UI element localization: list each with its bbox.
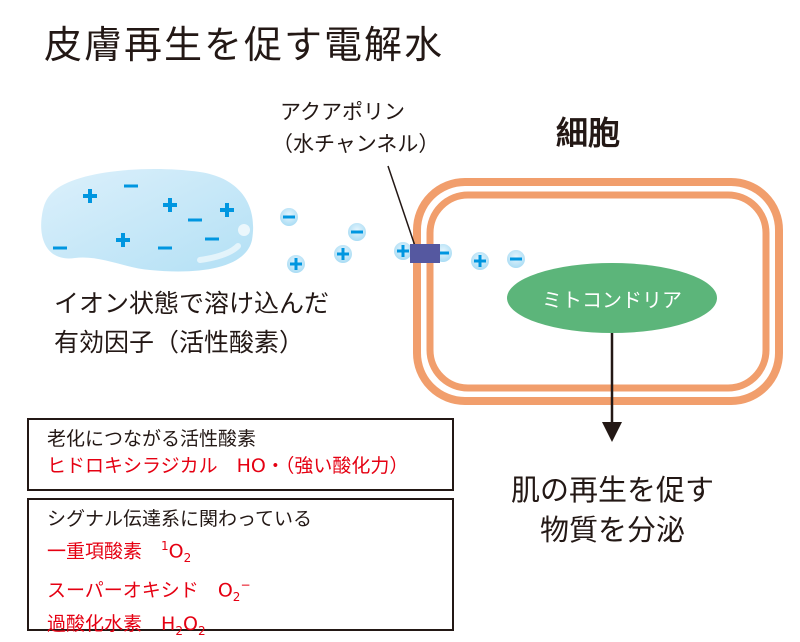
plus-sign-icon bbox=[83, 189, 97, 203]
positive-ion-icon bbox=[394, 242, 412, 260]
plus-sign-icon bbox=[116, 233, 130, 247]
negative-ion-icon bbox=[507, 250, 525, 268]
positive-ion-icon bbox=[334, 245, 352, 263]
box2-heading: シグナル伝達系に関わっている bbox=[47, 508, 313, 530]
signal-oxygen-box: シグナル伝達系に関わっている 一重項酸素 1O2 スーパーオキシド O2− 過酸… bbox=[27, 498, 454, 638]
ions bbox=[280, 208, 525, 273]
ion-caption-1: イオン状態で溶け込んだ bbox=[54, 289, 330, 318]
positive-ion-icon bbox=[471, 252, 489, 270]
secretion-text-1: 肌の再生を促す bbox=[510, 473, 714, 507]
ion-caption-2: 有効因子（活性酸素） bbox=[54, 328, 305, 357]
box2-item-superoxide: スーパーオキシド O2− bbox=[47, 578, 251, 605]
blob-highlight bbox=[197, 243, 241, 263]
minus-sign-icon bbox=[188, 218, 202, 222]
cell-label: 細胞 bbox=[556, 114, 621, 152]
plus-sign-icon bbox=[220, 203, 234, 217]
secretion-text-2: 物質を分泌 bbox=[539, 513, 685, 547]
page-title: 皮膚再生を促す電解水 bbox=[44, 23, 445, 67]
box1-heading: 老化につながる活性酸素 bbox=[47, 428, 257, 450]
box2-item-singlet-oxygen: 一重項酸素 1O2 bbox=[47, 539, 192, 566]
plus-sign-icon bbox=[163, 198, 177, 212]
aquaporin-label: アクアポリン bbox=[280, 100, 405, 124]
mitochondria-label: ミトコンドリア bbox=[542, 288, 682, 312]
box1-item: ヒドロキシラジカル HO・（強い酸化力） bbox=[47, 455, 409, 477]
positive-ion-icon bbox=[287, 255, 305, 273]
minus-sign-icon bbox=[205, 237, 219, 241]
cell-inner-membrane bbox=[426, 191, 770, 392]
aquaporin-sublabel: （水チャンネル） bbox=[272, 132, 440, 156]
aquaporin-leader-line bbox=[387, 165, 416, 247]
blob-ion-signs bbox=[53, 184, 234, 250]
negative-ion-icon bbox=[280, 208, 298, 226]
blob-highlight bbox=[238, 224, 250, 236]
minus-sign-icon bbox=[158, 246, 172, 250]
minus-sign-icon bbox=[124, 184, 138, 188]
mitochondria bbox=[507, 263, 717, 333]
minus-sign-icon bbox=[53, 246, 67, 250]
box2-item-hydrogen-peroxide: 過酸化水素 H2O2 bbox=[47, 613, 206, 639]
negative-ion-icon bbox=[348, 223, 366, 241]
aging-oxygen-box: 老化につながる活性酸素 ヒドロキシラジカル HO・（強い酸化力） bbox=[27, 418, 454, 491]
cell-outer-membrane bbox=[413, 178, 783, 405]
aquaporin-channel bbox=[410, 244, 440, 263]
